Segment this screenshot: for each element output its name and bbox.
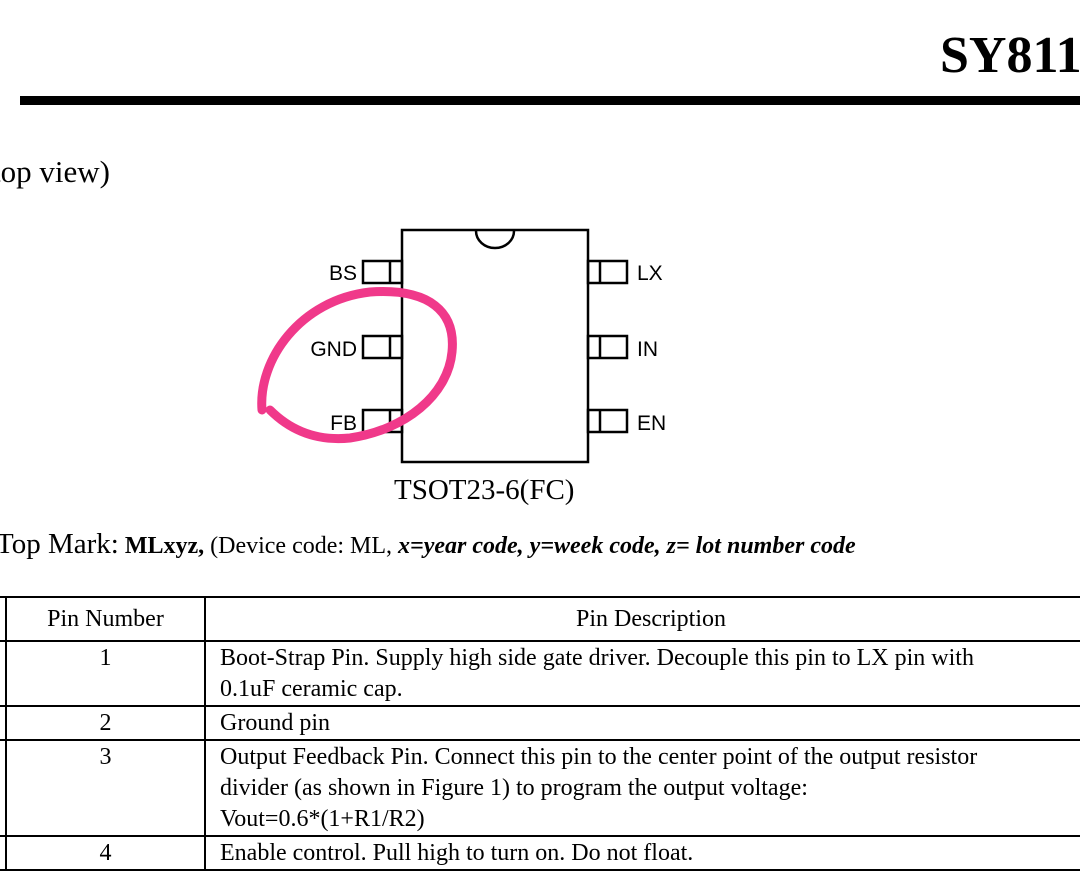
header-rule	[20, 96, 1080, 105]
table-row: 4 Enable control. Pull high to turn on. …	[0, 835, 1080, 871]
pin-number-cell: 3	[5, 739, 206, 837]
description-line: Boot-Strap Pin. Supply high side gate dr…	[220, 645, 974, 671]
pin-description-table: Pin Number Pin Description 1 Boot-Strap …	[0, 596, 1080, 871]
pin-name-cell	[0, 739, 7, 837]
pin-number-header: Pin Number	[5, 596, 206, 642]
pin-number-cell: 4	[5, 835, 206, 871]
top-mark-legend: x=year code, y=week code, z= lot number …	[398, 533, 856, 559]
package-pinout-diagram: BS GND FB LX IN EN	[257, 228, 666, 464]
pin-label-fb: FB	[330, 412, 357, 435]
right-pin-pads	[586, 259, 629, 434]
pin-description-cell: Ground pin	[204, 705, 1080, 741]
description-line: Enable control. Pull high to turn on. Do…	[220, 840, 694, 866]
description-line: divider (as shown in Figure 1) to progra…	[220, 775, 808, 801]
description-line: Vout=0.6*(1+R1/R2)	[220, 806, 425, 832]
table-row: 3 Output Feedback Pin. Connect this pin …	[0, 739, 1080, 837]
pin-label-gnd: GND	[310, 338, 357, 361]
pin-label-bs: BS	[329, 262, 357, 285]
highlight-annotation	[257, 287, 457, 444]
pin-label-in: IN	[637, 338, 658, 361]
datasheet-part-title: SY811	[940, 27, 1080, 84]
top-mark-device-code: (Device code: ML,	[210, 533, 393, 559]
pin-description-cell: Output Feedback Pin. Connect this pin to…	[204, 739, 1080, 837]
description-line: Ground pin	[220, 710, 330, 736]
description-line: 0.1uF ceramic cap.	[220, 676, 403, 702]
pin-label-en: EN	[637, 412, 666, 435]
pin-description-cell: Enable control. Pull high to turn on. Do…	[204, 835, 1080, 871]
pin-name-header	[0, 596, 7, 642]
table-header-row: Pin Number Pin Description	[0, 596, 1080, 642]
pin-name-cell	[0, 640, 7, 707]
package-name: TSOT23-6(FC)	[394, 474, 575, 506]
top-mark-label: Top Mark:	[0, 528, 119, 560]
pin-name-cell	[0, 705, 7, 741]
description-line: Output Feedback Pin. Connect this pin to…	[220, 744, 978, 770]
pin-description-cell: Boot-Strap Pin. Supply high side gate dr…	[204, 640, 1080, 707]
top-mark-line: Top Mark: MLxyz, (Device code: ML, x=yea…	[0, 528, 856, 561]
table-row: 2 Ground pin	[0, 705, 1080, 741]
pin1-notch	[474, 230, 516, 250]
pin-description-header: Pin Description	[204, 596, 1080, 642]
pin-label-lx: LX	[637, 262, 663, 285]
table-row: 1 Boot-Strap Pin. Supply high side gate …	[0, 640, 1080, 707]
left-pin-pads	[361, 259, 404, 434]
pin-number-cell: 2	[5, 705, 206, 741]
top-mark-code: MLxyz,	[124, 533, 205, 559]
package-body	[400, 228, 590, 464]
pin-number-cell: 1	[5, 640, 206, 707]
view-caption: top view)	[0, 154, 110, 189]
